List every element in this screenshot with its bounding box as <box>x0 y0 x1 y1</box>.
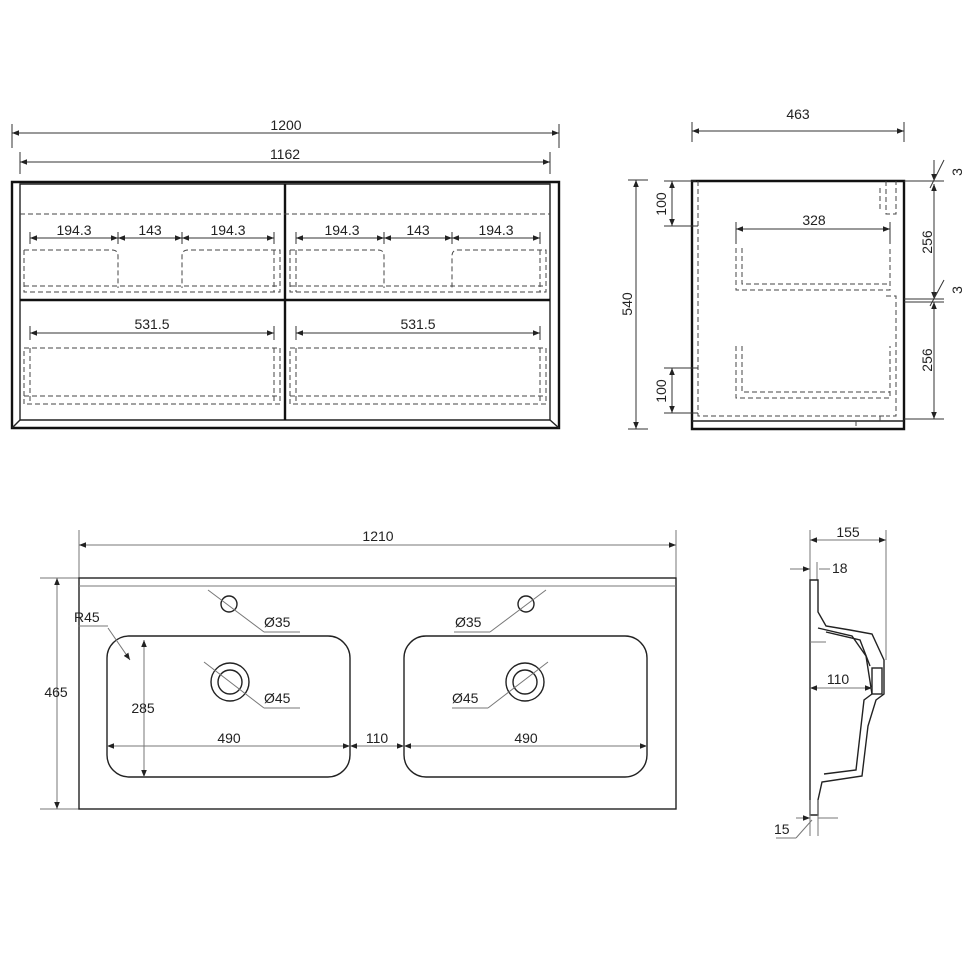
dim-490-right-label: 490 <box>514 730 538 746</box>
tap-hole-left-icon <box>220 595 238 613</box>
dim-bottom-thickness: 15 <box>774 800 838 839</box>
tap-hole-right-icon <box>517 595 535 613</box>
drain-left-label: Ø45 <box>264 690 291 706</box>
dim-531-5-right-label: 531.5 <box>400 316 435 332</box>
side-hidden-lines <box>697 181 897 428</box>
drain-right-label: Ø45 <box>452 690 479 706</box>
dim-531-5-left-label: 531.5 <box>134 316 169 332</box>
radius-label: R45 <box>74 609 100 625</box>
dim-256-top-label: 256 <box>919 230 935 254</box>
dim-540-label: 540 <box>619 292 635 316</box>
side-view: 463 540 100 <box>619 106 965 431</box>
dim-194-3-label: 194.3 <box>210 222 245 238</box>
dim-drawer-top-right: 194.3 143 194.3 <box>295 222 541 244</box>
basin-slab-outline <box>78 577 677 810</box>
dim-143-label: 143 <box>406 222 430 238</box>
section-profile-outline <box>809 579 885 816</box>
dim-top-thickness: 18 <box>790 560 848 580</box>
callout-drain-left: Ø45 <box>203 661 300 709</box>
drain-left-inner-icon <box>217 669 243 695</box>
drain-left-outer-icon <box>210 662 250 702</box>
dim-section-height: 155 <box>809 524 887 660</box>
callout-radius: R45 <box>74 609 131 661</box>
dim-100-bottom-label: 100 <box>653 379 669 403</box>
dim-section-bowl: 110 <box>810 671 872 691</box>
dim-328-label: 328 <box>802 212 826 228</box>
dim-basin-width: 1210 <box>78 528 677 578</box>
dim-194-3-label: 194.3 <box>478 222 513 238</box>
dim-3-top-label: 3 <box>949 168 965 176</box>
dim-front-offset-top: 100 <box>653 180 698 227</box>
dim-bowl-depth: 285 <box>131 640 155 777</box>
dim-1200-label: 1200 <box>270 117 301 133</box>
dim-drawer-bottom: 531.5 531.5 <box>29 316 541 340</box>
bowl-left <box>106 635 351 778</box>
dim-463-label: 463 <box>786 106 810 122</box>
tap-hole-right-label: Ø35 <box>455 614 482 630</box>
dim-basin-depth: 465 <box>40 577 79 810</box>
tap-hole-left-label: Ø35 <box>264 614 291 630</box>
dim-194-3-label: 194.3 <box>56 222 91 238</box>
callout-drain-right: Ø45 <box>452 661 549 709</box>
dim-bowls-width: 490 110 490 <box>107 730 647 749</box>
dim-110-label: 110 <box>366 730 389 746</box>
dim-285-label: 285 <box>131 700 155 716</box>
dim-3-middle-label: 3 <box>949 286 965 294</box>
dim-front-offset-bottom: 100 <box>653 367 698 414</box>
basin-section: 155 18 110 15 <box>774 524 887 839</box>
dim-18-label: 18 <box>832 560 848 576</box>
dim-right-stack: 3 256 3 256 <box>904 159 965 420</box>
dim-overall-width: 1200 <box>11 117 560 148</box>
dim-inner-width: 1162 <box>19 146 551 174</box>
dim-256-bottom-label: 256 <box>919 348 935 372</box>
dim-15-label: 15 <box>774 821 790 837</box>
dim-465-label: 465 <box>44 684 68 700</box>
drawer-top-hidden-lines <box>20 213 550 293</box>
dim-1210-label: 1210 <box>362 528 393 544</box>
dim-100-top-label: 100 <box>653 192 669 216</box>
dim-depth: 463 <box>691 106 905 142</box>
basin-top-view: 1210 465 R45 Ø35 <box>40 528 677 810</box>
dim-143-label: 143 <box>138 222 162 238</box>
drain-right-outer-icon <box>505 662 545 702</box>
callout-tap-left: Ø35 <box>207 589 300 633</box>
bowl-right <box>403 635 648 778</box>
dim-194-3-label: 194.3 <box>324 222 359 238</box>
front-view: 1200 1162 <box>10 117 561 430</box>
dim-height: 540 <box>619 179 648 430</box>
drawer-bottom-hidden-lines <box>23 347 547 405</box>
side-outline <box>690 179 906 431</box>
section-drain <box>871 667 883 695</box>
drain-right-inner-icon <box>512 669 538 695</box>
dim-490-left-label: 490 <box>217 730 241 746</box>
dim-155-label: 155 <box>836 524 860 540</box>
dim-1162-label: 1162 <box>270 146 300 162</box>
dim-drawer-top-left: 194.3 143 194.3 <box>29 222 275 244</box>
dim-110-section-label: 110 <box>827 671 850 687</box>
callout-tap-right: Ø35 <box>454 589 547 633</box>
dim-drawer-depth: 328 <box>735 212 891 244</box>
